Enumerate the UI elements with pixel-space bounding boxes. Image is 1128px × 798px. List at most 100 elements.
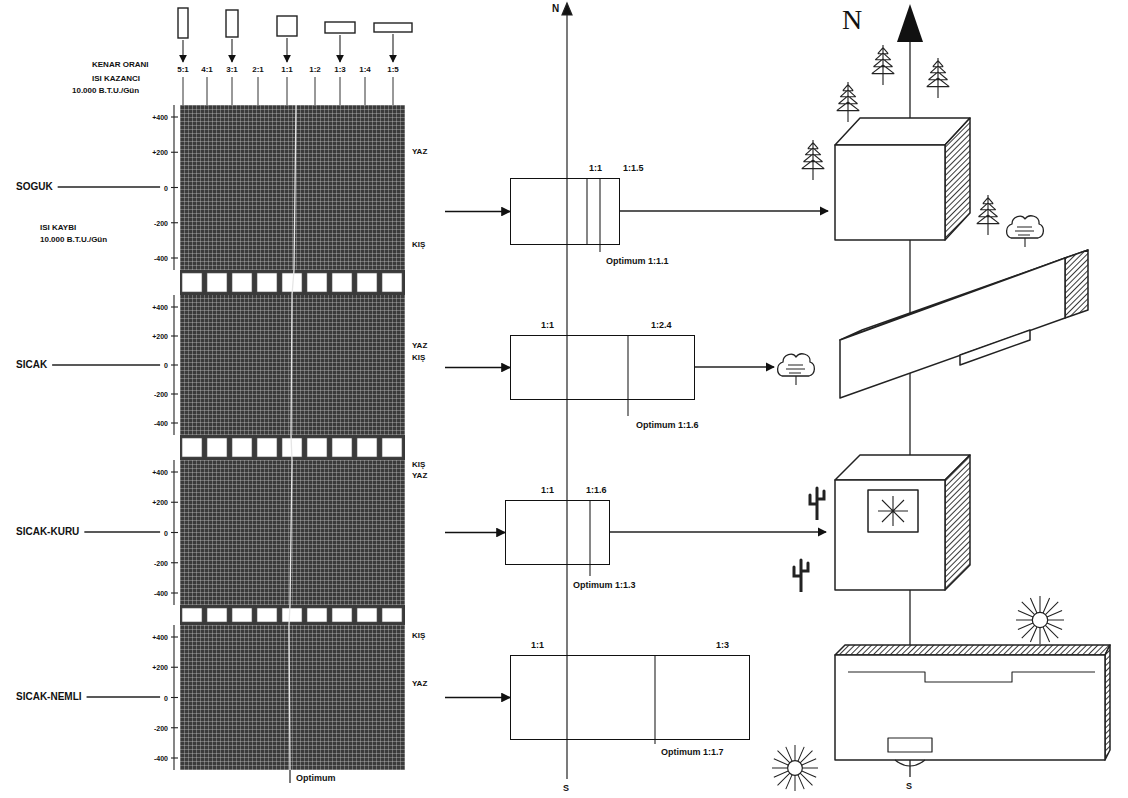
chart-grid	[180, 625, 405, 770]
climate-label: SICAK	[16, 360, 47, 370]
north-arrow	[897, 4, 923, 42]
ratio-label: 2:1	[252, 66, 264, 74]
trees	[927, 58, 950, 98]
long-building	[835, 645, 1110, 766]
plan-axis	[562, 3, 572, 779]
chart-axis	[171, 757, 178, 758]
chart-axis	[171, 636, 178, 637]
ratio-lines	[207, 77, 208, 105]
ratio-label: Optimum 1:1.3	[573, 581, 636, 590]
axis-tick-label: -200	[154, 391, 168, 398]
ratio-lines	[183, 77, 393, 105]
ratio-label: 1:1.5	[623, 164, 644, 173]
cube-building	[835, 118, 970, 240]
chart-axis	[171, 364, 178, 365]
ratio-lines	[340, 77, 341, 105]
ratio-label: 1:2.4	[651, 321, 672, 330]
cactus	[794, 560, 808, 592]
ratio-label: 1:1.6	[586, 486, 607, 495]
season-label: YAZ	[412, 472, 427, 480]
ratio-band	[307, 438, 327, 457]
ratio-band	[257, 273, 277, 292]
ratio-band	[332, 608, 352, 622]
climate-leader	[84, 531, 160, 532]
ratio-icons	[374, 23, 412, 32]
ratio-lines	[393, 77, 394, 105]
building-arrows	[695, 366, 774, 367]
elongated-building	[840, 258, 1065, 398]
ratio-label: 1:1	[541, 486, 554, 495]
chart-axis	[171, 393, 178, 394]
cactus	[810, 488, 824, 520]
trees	[837, 82, 860, 122]
axis-title: ISI KAZANCI	[92, 75, 140, 83]
axis-tick-label: +400	[152, 114, 168, 121]
compass-label: S	[906, 782, 912, 791]
axis-title: ISI KAYBI	[40, 224, 76, 232]
axis-tick-label: +200	[152, 499, 168, 506]
chart-axis	[171, 187, 178, 188]
plan-ratio-box: 1:11:2.4Optimum 1:1.6	[510, 335, 695, 400]
chart-axis	[171, 502, 178, 503]
ratio-band	[232, 273, 252, 292]
flow-arrow	[445, 367, 510, 368]
ratio-band	[232, 438, 252, 457]
chart-axis	[171, 592, 178, 593]
axis-tick-label: +400	[152, 304, 168, 311]
optimum-leader	[289, 770, 290, 783]
compass-label: S	[563, 784, 569, 793]
courtyard-building	[878, 496, 908, 526]
courtyard-building	[835, 480, 945, 590]
chart-panel: KIŞYAZ	[180, 625, 445, 770]
long-building	[888, 738, 932, 752]
axis-tick-label: -400	[154, 255, 168, 262]
chart-axis	[171, 471, 178, 472]
flow-arrow	[445, 532, 505, 533]
courtyard-building	[945, 455, 970, 590]
ratio-label: 1:1	[541, 321, 554, 330]
ratio-band	[307, 608, 327, 622]
ratio-band	[180, 270, 405, 625]
axis-title: KENAR ORANI	[92, 61, 148, 69]
sun	[1016, 596, 1064, 644]
ratio-band	[180, 605, 405, 625]
chart-grid	[180, 460, 405, 605]
plan-division-lines	[654, 655, 655, 744]
ratio-band	[207, 608, 227, 622]
plan-axis	[562, 3, 572, 15]
flow-arrow	[445, 697, 510, 698]
axis-tick-label: 0	[164, 184, 168, 191]
ratio-band	[207, 273, 227, 292]
compass-label: N	[842, 6, 862, 34]
axis-tick-label: 0	[164, 362, 168, 369]
ratio-icons	[277, 16, 297, 36]
chart-axis	[171, 697, 178, 698]
chart-axis	[171, 105, 178, 770]
ratio-band	[382, 438, 402, 457]
climate-label: SOGUK	[16, 182, 53, 192]
plan-ratio-box: 1:11:1.6Optimum 1:1.3	[505, 500, 610, 565]
ratio-label: 1:4	[359, 66, 371, 74]
icon-arrows	[286, 38, 287, 62]
elongated-building	[960, 330, 1030, 365]
ratio-label: 1:3	[334, 66, 346, 74]
icon-arrows	[339, 35, 340, 62]
chart-axis	[171, 727, 178, 728]
building-arrows	[620, 210, 828, 211]
season-label: YAZ	[412, 148, 427, 156]
chart-axis	[171, 116, 178, 117]
ratio-band	[357, 608, 377, 622]
axis-title: 10.000 B.T.U./Gün	[40, 236, 107, 244]
icon-arrows	[392, 34, 393, 62]
axis-tick-label: -200	[154, 724, 168, 731]
long-building	[835, 645, 1110, 655]
cube-building	[945, 118, 970, 240]
plan-axis	[566, 14, 567, 779]
elongated-building	[840, 216, 1088, 398]
ratio-icons	[226, 10, 238, 37]
axis-tick-label: +200	[152, 333, 168, 340]
ratio-band	[357, 273, 377, 292]
